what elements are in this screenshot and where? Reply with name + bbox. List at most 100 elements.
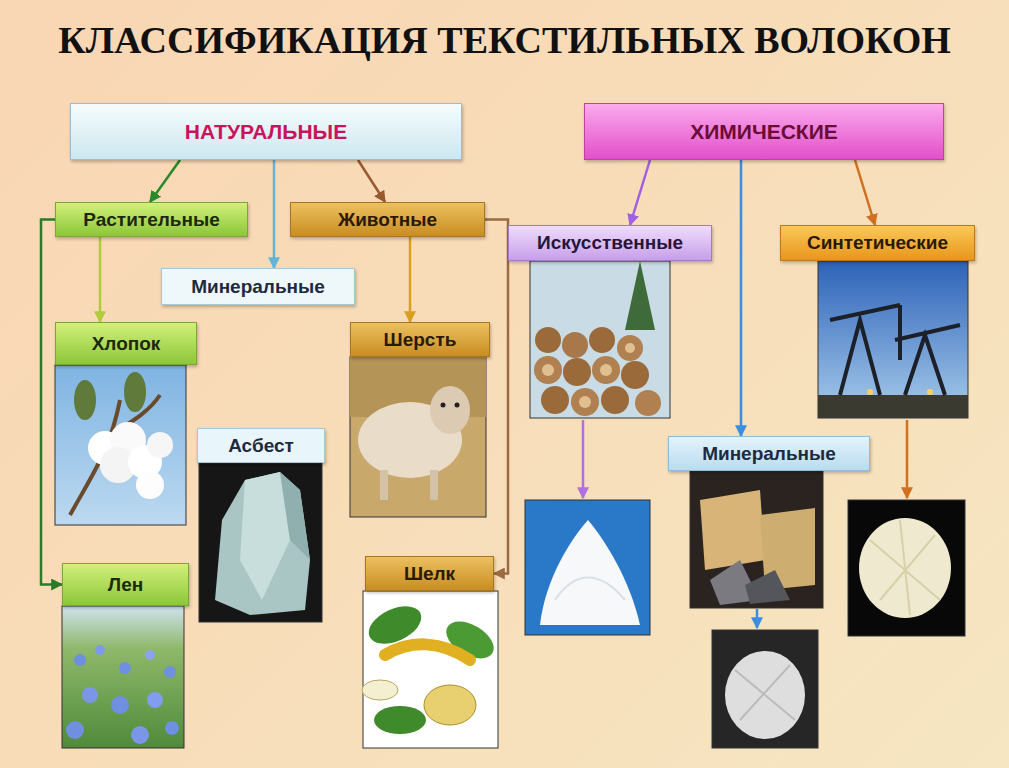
artificial-fibre-photo (525, 500, 650, 635)
category-box: Шерсть (350, 322, 490, 357)
sheep-photo (455, 403, 460, 408)
logs-photo (541, 386, 569, 414)
sheep-photo (441, 403, 446, 408)
flax-photo (62, 606, 184, 748)
silk-illustration (362, 680, 398, 700)
category-label: Лен (108, 574, 143, 596)
oil-pumps-photo (867, 389, 873, 395)
title-text: КЛАССИФИКАЦИЯ ТЕКСТИЛЬНЫХ ВОЛОКОН (58, 19, 951, 61)
category-label: ХИМИЧЕСКИЕ (690, 120, 838, 144)
logs-photo (617, 335, 643, 361)
category-label: Минеральные (702, 443, 836, 465)
flax-photo (62, 606, 184, 748)
connector-arrow (99, 237, 102, 322)
category-label: Животные (338, 209, 437, 231)
flax-photo (145, 650, 155, 660)
sheep-photo (380, 470, 388, 500)
silk-illustration (385, 644, 470, 660)
logs-photo (579, 396, 591, 408)
decor-arrow (582, 420, 585, 498)
category-box: Минеральные (161, 268, 355, 305)
logs-photo (542, 364, 554, 376)
connector-arrow (740, 160, 743, 436)
category-box: НАТУРАЛЬНЫЕ (70, 103, 462, 160)
logs-photo (600, 364, 612, 376)
asbestos-photo (240, 472, 290, 600)
flax-photo (164, 666, 176, 678)
category-label: Шерсть (384, 329, 457, 351)
mineral-fibre-photo (712, 630, 818, 748)
cotton-photo (74, 380, 96, 420)
silk-illustration (374, 706, 426, 734)
synthetic-fibre-photo (870, 520, 940, 615)
oil-pumps-photo (818, 261, 968, 418)
category-box: Шелк (365, 556, 494, 591)
category-box: Асбест (197, 428, 325, 463)
oil-pumps-photo (895, 325, 960, 395)
decor-arrow (906, 420, 909, 498)
category-label: Растительные (83, 209, 219, 231)
cotton-photo (55, 365, 186, 525)
logs-photo (625, 261, 655, 330)
category-box: Минеральные (668, 436, 870, 471)
flax-photo (165, 721, 179, 735)
category-box: ХИМИЧЕСКИЕ (584, 103, 944, 160)
silk-illustration (363, 591, 498, 748)
flax-photo (131, 726, 149, 744)
oil-pumps-photo (818, 261, 968, 418)
category-box: Растительные (55, 202, 248, 237)
category-label: Синтетические (807, 232, 948, 254)
decor-arrow (583, 420, 907, 628)
mineral-stones-photo (690, 471, 823, 608)
mineral-stones-photo (700, 490, 765, 570)
flax-photo (82, 687, 98, 703)
flax-photo (111, 696, 129, 714)
logs-photo (562, 332, 588, 358)
category-box: Искусственные (508, 225, 712, 261)
category-label: Шелк (404, 563, 455, 585)
logs-photo (534, 356, 562, 384)
oil-pumps-photo (818, 395, 968, 418)
connector-arrow (630, 160, 650, 225)
synthetic-fibre-photo (848, 500, 965, 636)
sheep-photo (430, 386, 470, 434)
silk-illustration (424, 685, 476, 725)
flax-photo (66, 721, 84, 739)
artificial-fibre-photo (540, 520, 640, 625)
flax-photo (95, 645, 105, 655)
category-box: Синтетические (780, 225, 975, 261)
cotton-photo (136, 471, 164, 499)
flax-photo (147, 692, 163, 708)
artificial-fibre-photo (525, 500, 650, 635)
sheep-photo (350, 357, 486, 517)
category-label: НАТУРАЛЬНЫЕ (185, 120, 347, 144)
category-box: Животные (290, 202, 485, 237)
mineral-fibre-photo (735, 665, 795, 720)
logs-photo (535, 327, 561, 353)
cotton-photo (147, 432, 173, 458)
connector-arrow (273, 160, 276, 268)
category-box: Лен (62, 563, 189, 606)
logs-photo (621, 361, 649, 389)
mineral-fibre-photo (712, 630, 818, 748)
connector-arrow (358, 160, 385, 202)
oil-pumps-photo (830, 305, 900, 395)
cotton-photo (55, 365, 186, 525)
logs-photo (589, 327, 615, 353)
artificial-fibre-photo (555, 578, 625, 601)
synthetic-fibre-photo (859, 518, 951, 618)
connector-arrow (409, 237, 412, 322)
category-label: Хлопок (92, 333, 161, 355)
mineral-stones-photo (690, 471, 823, 608)
logs-photo (563, 358, 591, 386)
mineral-fibre-photo (725, 651, 805, 739)
mineral-stones-photo (745, 570, 790, 604)
oil-pumps-photo (927, 389, 933, 395)
category-label: Асбест (228, 435, 294, 457)
synthetic-fibre-photo (848, 500, 965, 636)
logs-photo (592, 356, 620, 384)
cotton-photo (124, 372, 146, 412)
logs-photo (635, 390, 661, 416)
category-box: Хлопок (55, 322, 197, 365)
